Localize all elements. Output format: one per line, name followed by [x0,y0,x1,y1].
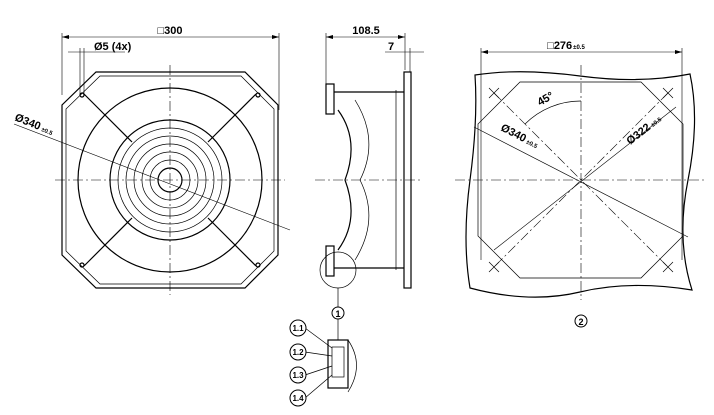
mounting-hole-dimension: Ø5 (4x) [94,41,132,53]
connector-callout: 1 [335,309,340,319]
pin-label: 1.2 [292,348,304,357]
front-view: □300 Ø5 (4x) Ø340±0.5 [13,25,291,295]
mounting-square-dimension: □276±0.5 [547,40,585,52]
front-diameter-dimension: Ø340±0.5 [13,112,56,139]
depth-dimension: 108.5 [352,25,380,37]
mounting-callout: 2 [578,317,583,327]
pin-label: 1.3 [292,371,304,380]
inner-diameter-dimension: Ø322±0.5 [624,113,664,148]
flange-dimension: 7 [388,41,394,53]
front-width-dimension: □300 [158,25,183,37]
mounting-view: □276±0.5 45° Ø340±0.5 Ø322±0.5 2 [455,40,705,328]
pin-label: 1.4 [292,394,304,403]
side-view: 108.5 7 1 [315,25,424,340]
pin-callouts: 1.1 1.2 1.3 1.4 [289,319,333,407]
pin-label: 1.1 [292,324,304,333]
outer-diameter-dimension: Ø340±0.5 [499,122,541,151]
connector-detail: 1.1 1.2 1.3 1.4 [289,319,357,407]
